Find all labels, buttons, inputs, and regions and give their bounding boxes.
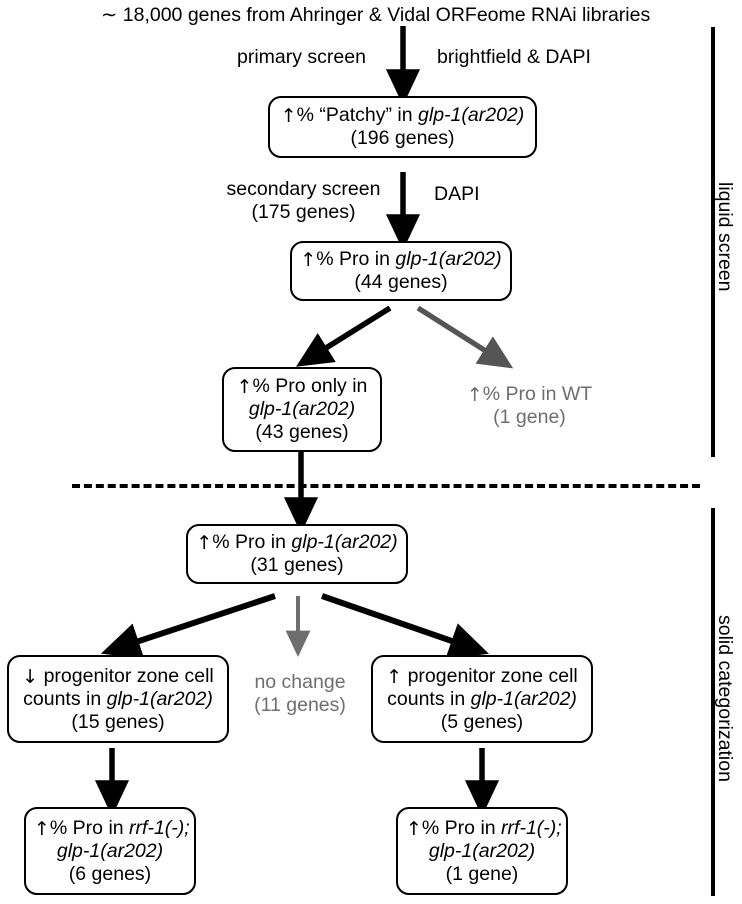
- node-pz-down-15-line2: counts in glp-1(ar202): [17, 688, 219, 711]
- node-rrf1-1-line1-italic: rrf-1(-);: [501, 816, 562, 839]
- node-pro-31-line1-pre: % Pro in: [212, 531, 292, 553]
- label-brightfield-dapi: brightfield & DAPI: [437, 46, 591, 69]
- node-rrf1-1-line3: (1 gene): [445, 862, 519, 885]
- node-pro-wt-1-line1: ↑% Pro in WT: [452, 383, 607, 406]
- arrow-pro44-to-prowt: [416, 305, 514, 369]
- section-label-liquid-screen: liquid screen: [714, 182, 736, 292]
- node-pro-only-43-line1: ↑% Pro only in: [232, 375, 372, 398]
- node-pz-up-5-line1-text: progenitor zone cell: [402, 664, 578, 687]
- solid-categorization-rule: [711, 508, 715, 896]
- node-patchy-196-line1: ↑% “Patchy” in glp-1(ar202): [278, 104, 527, 127]
- node-pz-down-15-line2-pre: counts in: [23, 687, 107, 710]
- up-arrow-icon: ↑: [34, 817, 50, 840]
- node-pro-only-43-line2: glp-1(ar202): [248, 398, 356, 420]
- node-rrf1-1[interactable]: ↑% Pro in rrf-1(-); glp-1(ar202) (1 gene…: [396, 807, 568, 895]
- node-pro-wt-1: ↑% Pro in WT (1 gene): [452, 383, 607, 430]
- node-pro-only-43[interactable]: ↑% Pro only in glp-1(ar202) (43 genes): [222, 367, 382, 452]
- node-rrf1-6-line1: ↑% Pro in rrf-1(-);: [34, 816, 190, 840]
- node-rrf1-6-line1-italic: rrf-1(-);: [129, 816, 190, 839]
- label-secondary-screen: secondary screen (175 genes): [225, 178, 382, 224]
- arrow-pro31-to-pzup: [321, 593, 490, 659]
- node-pz-down-15-line1: ↓ progenitor zone cell: [17, 665, 219, 688]
- liquid-screen-rule: [711, 27, 715, 457]
- up-arrow-icon: ↑: [236, 376, 253, 398]
- node-rrf1-6[interactable]: ↑% Pro in rrf-1(-); glp-1(ar202) (6 gene…: [24, 807, 196, 895]
- node-patchy-196-line1-pre: % “Patchy” in: [296, 104, 419, 126]
- node-patchy-196[interactable]: ↑% “Patchy” in glp-1(ar202) (196 genes): [268, 96, 537, 158]
- node-pz-up-5-line3: (5 genes): [440, 710, 524, 733]
- node-rrf1-1-line2: glp-1(ar202): [428, 839, 536, 862]
- node-pz-down-15[interactable]: ↓ progenitor zone cell counts in glp-1(a…: [7, 655, 229, 743]
- node-pro-31-line1-italic: glp-1(ar202): [291, 531, 398, 553]
- node-pz-up-5-line2-pre: counts in: [387, 687, 471, 710]
- node-pro-wt-1-line1-text: % Pro in WT: [482, 383, 593, 405]
- node-rrf1-6-line3: (6 genes): [68, 862, 152, 885]
- node-pz-down-15-line3: (15 genes): [71, 710, 165, 733]
- node-pz-down-15-line1-text: progenitor zone cell: [38, 664, 214, 687]
- label-dapi: DAPI: [434, 183, 480, 206]
- node-patchy-196-line1-italic: glp-1(ar202): [418, 104, 525, 126]
- node-pro-44-line1: ↑% Pro in glp-1(ar202): [300, 248, 502, 271]
- label-secondary-screen-line1: secondary screen: [226, 178, 381, 200]
- label-primary-screen: primary screen: [237, 46, 366, 69]
- node-patchy-196-line2: (196 genes): [350, 127, 455, 149]
- node-pz-up-5-line1: ↑ progenitor zone cell: [381, 665, 583, 688]
- arrow-pro44-to-proonly43: [296, 305, 392, 367]
- down-arrow-icon: ↓: [22, 665, 39, 688]
- up-arrow-icon: ↑: [300, 249, 317, 271]
- node-pz-up-5-line2: counts in glp-1(ar202): [381, 688, 583, 711]
- label-dapi-text: DAPI: [434, 183, 480, 205]
- node-pro-only-43-line3: (43 genes): [255, 421, 349, 443]
- node-no-change-11: no change (11 genes): [245, 671, 355, 718]
- node-pro-wt-1-line2: (1 gene): [493, 406, 566, 429]
- up-arrow-icon: ↑: [280, 105, 297, 127]
- node-rrf1-6-line2: glp-1(ar202): [56, 839, 164, 862]
- label-primary-screen-text: primary screen: [237, 46, 366, 68]
- up-arrow-icon: ↑: [196, 532, 213, 554]
- node-pro-only-43-line1-text: % Pro only in: [252, 375, 368, 397]
- arrow-pro31-to-pzdown: [100, 593, 276, 659]
- node-no-change-11-line1: no change: [254, 671, 346, 693]
- up-arrow-icon: ↑: [406, 817, 422, 840]
- node-pro-31[interactable]: ↑% Pro in glp-1(ar202) (31 genes): [186, 524, 408, 584]
- node-pro-31-line1: ↑% Pro in glp-1(ar202): [196, 531, 398, 554]
- node-pz-down-15-line2-italic: glp-1(ar202): [106, 687, 213, 710]
- node-rrf1-1-line1-pre: % Pro in: [421, 816, 502, 839]
- up-arrow-icon: ↑: [386, 665, 403, 688]
- node-pro-44-line2: (44 genes): [354, 271, 448, 293]
- node-pro-31-line2: (31 genes): [250, 554, 344, 576]
- node-pro-44[interactable]: ↑% Pro in glp-1(ar202) (44 genes): [290, 241, 512, 301]
- node-no-change-11-line2: (11 genes): [254, 694, 346, 717]
- node-pro-44-line1-pre: % Pro in: [316, 248, 396, 270]
- node-rrf1-6-line1-pre: % Pro in: [49, 816, 130, 839]
- label-secondary-screen-line2: (175 genes): [251, 201, 356, 223]
- node-pz-up-5[interactable]: ↑ progenitor zone cell counts in glp-1(a…: [371, 655, 593, 743]
- section-label-solid-categorization: solid categorization: [714, 615, 736, 782]
- node-pz-up-5-line2-italic: glp-1(ar202): [470, 687, 577, 710]
- page-title: ∼ 18,000 genes from Ahringer & Vidal ORF…: [101, 4, 651, 26]
- node-rrf1-1-line1: ↑% Pro in rrf-1(-);: [406, 816, 562, 840]
- up-arrow-icon: ↑: [466, 384, 483, 406]
- node-pro-44-line1-italic: glp-1(ar202): [395, 248, 502, 270]
- section-divider: [72, 484, 700, 488]
- label-brightfield-dapi-text: brightfield & DAPI: [437, 46, 591, 68]
